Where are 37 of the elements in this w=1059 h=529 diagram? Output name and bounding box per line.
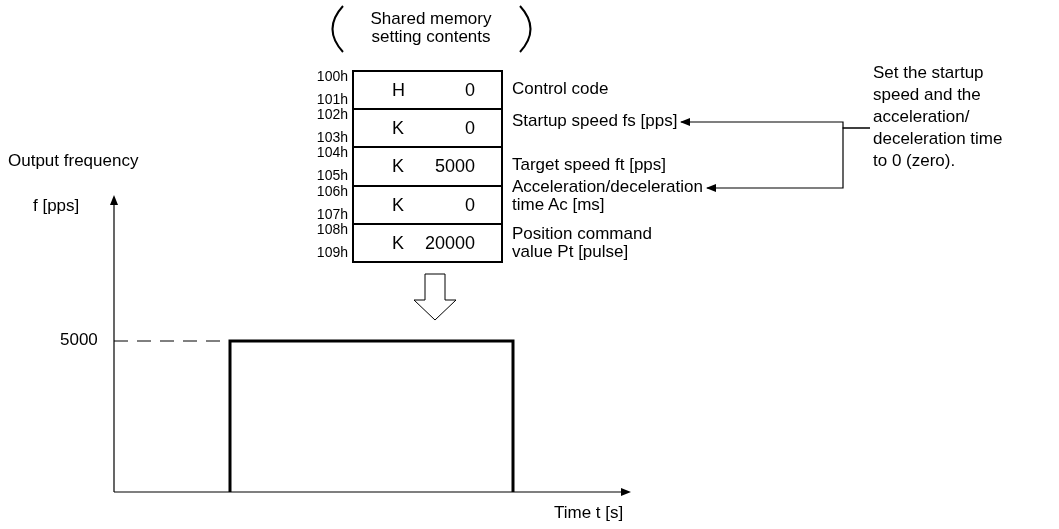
register-type: K <box>392 195 404 214</box>
register-value: 5000 <box>434 157 475 176</box>
memory-register-row <box>352 146 503 187</box>
address-label: 105h <box>315 167 348 185</box>
address-label: 106h <box>315 182 348 200</box>
memory-register-row <box>352 70 503 111</box>
axis-title: Output frequency <box>8 152 140 170</box>
parameter-name: Control code <box>512 80 610 98</box>
axis-label: Time t [s] <box>554 504 625 522</box>
address-label: 104h <box>315 144 348 162</box>
address-label: 103h <box>315 129 348 146</box>
address-label: 109h <box>315 243 348 261</box>
register-type: K <box>392 157 404 176</box>
memory-register-row <box>352 222 503 263</box>
parameter-name: Acceleration/deceleration time Ac [ms] <box>512 178 795 214</box>
register-type: K <box>392 233 404 252</box>
parameter-name: Target speed ft [pps] <box>512 156 668 175</box>
register-value: 0 <box>465 81 475 100</box>
register-type: H <box>392 81 405 100</box>
address-label: 100h <box>315 68 348 85</box>
note-text: Set the startup speed and the acceleration/ deceleration time to 0 (zero). <box>873 62 1013 172</box>
register-value: 20000 <box>424 233 475 252</box>
memory-register-row <box>352 108 503 149</box>
register-value: 0 <box>465 119 475 138</box>
axis-label: f [pps] <box>33 197 81 215</box>
table-heading: Shared memory setting contents <box>369 10 493 46</box>
register-type: K <box>392 119 404 138</box>
register-value: 0 <box>465 195 475 214</box>
address-label: 107h <box>315 205 348 223</box>
address-label: 108h <box>315 220 348 238</box>
bracket-arrow <box>706 127 871 192</box>
memory-register-row <box>352 184 503 225</box>
parameter-name: Startup speed fs [pps] <box>512 112 795 130</box>
parameter-name: Position command value Pt [pulse] <box>512 224 653 261</box>
address-label: 102h <box>315 106 348 124</box>
tick-label: 5000 <box>60 331 99 349</box>
address-label: 101h <box>315 91 348 108</box>
